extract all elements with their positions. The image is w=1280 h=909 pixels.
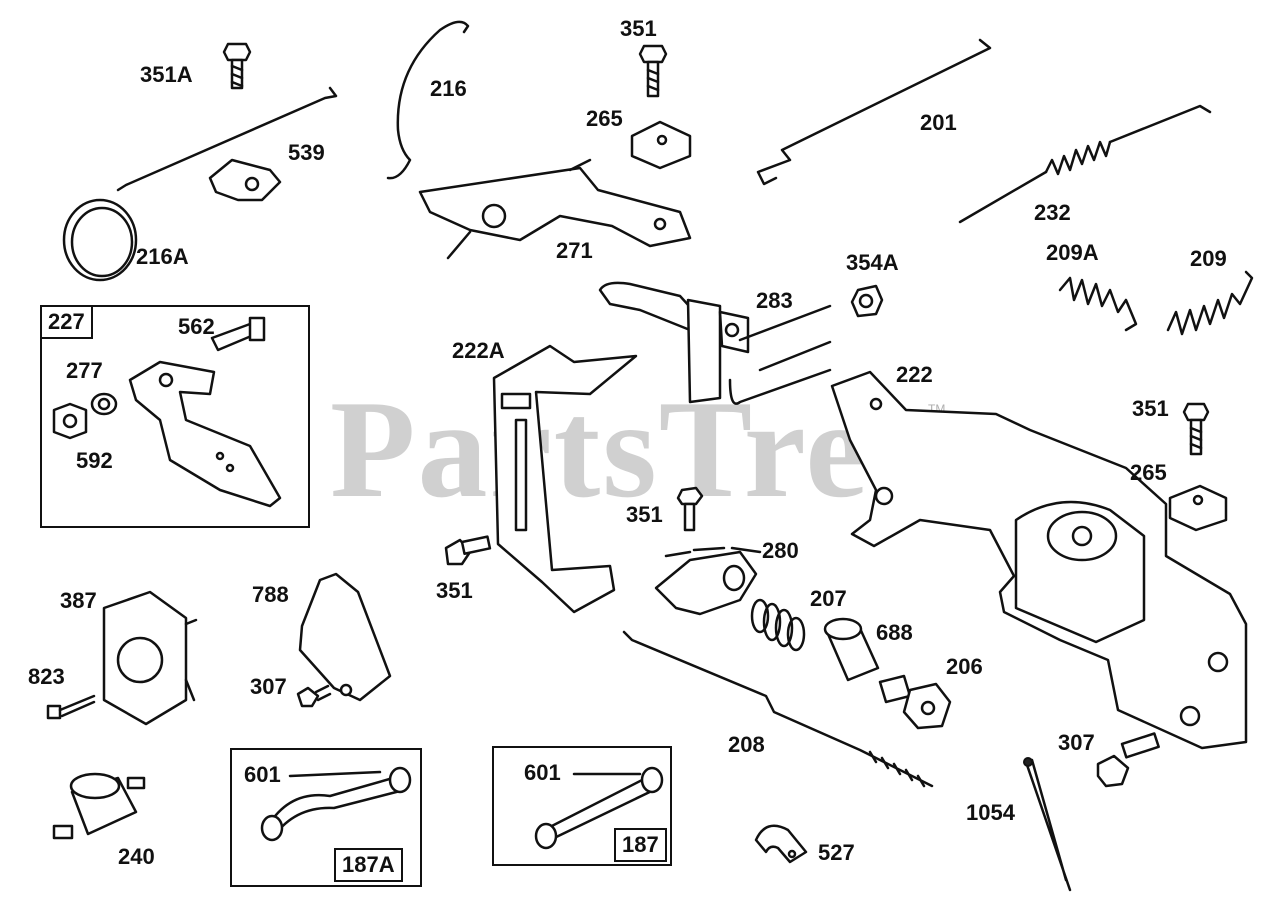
part-209A-spring	[1058, 276, 1138, 332]
part-1054-pin	[1024, 758, 1072, 892]
label-265-top: 265	[586, 106, 623, 131]
part-187A-line	[260, 766, 412, 842]
label-1054: 1054	[966, 800, 1015, 825]
label-527: 527	[818, 840, 855, 865]
label-222: 222	[896, 362, 933, 387]
label-351-left: 351	[436, 578, 473, 603]
label-387: 387	[60, 588, 97, 613]
part-351-top-bolt	[638, 44, 668, 98]
part-222A-bracket	[492, 344, 638, 614]
part-539-clip	[208, 158, 282, 202]
kit-187-box	[492, 746, 672, 866]
watermark: PartsTree	[330, 372, 934, 527]
part-307-right-bolt	[1096, 732, 1160, 788]
part-187-line	[534, 766, 664, 850]
part-354A-nut	[850, 284, 884, 318]
label-240: 240	[118, 844, 155, 869]
label-206: 206	[946, 654, 983, 679]
label-216A: 216A	[136, 244, 189, 269]
label-601-a: 601	[244, 762, 281, 787]
part-265-right-clip	[1168, 484, 1228, 532]
label-232: 232	[1034, 200, 1071, 225]
label-351A: 351A	[140, 62, 193, 87]
label-351-mid: 351	[626, 502, 663, 527]
part-216-rod	[386, 20, 470, 180]
kit-187A-label: 187A	[334, 848, 403, 882]
part-271-bracket	[418, 158, 692, 260]
label-562: 562	[178, 314, 215, 339]
kit-187A-box	[230, 748, 422, 887]
label-208: 208	[728, 732, 765, 757]
label-207: 207	[810, 586, 847, 611]
part-240-filter	[52, 772, 146, 840]
part-232-spring	[958, 104, 1212, 224]
part-283-lever	[598, 281, 832, 405]
label-788: 788	[252, 582, 289, 607]
part-307-left-screw	[296, 684, 332, 708]
kit-227-label: 227	[40, 305, 93, 339]
label-283: 283	[756, 288, 793, 313]
label-209A: 209A	[1046, 240, 1099, 265]
part-351-left-bolt	[444, 535, 492, 566]
part-351-right-bolt	[1182, 402, 1210, 456]
label-351-top: 351	[620, 16, 657, 41]
kit-187-label: 187	[614, 828, 667, 862]
label-209: 209	[1190, 246, 1227, 271]
part-207-spring	[750, 598, 806, 652]
part-527-clip	[754, 824, 808, 864]
kit-227-parts	[52, 316, 282, 508]
kit-227-box	[40, 305, 310, 528]
label-201: 201	[920, 110, 957, 135]
part-201-rod	[756, 38, 992, 186]
label-271: 271	[556, 238, 593, 263]
part-216A-rod	[62, 86, 338, 282]
label-277: 277	[66, 358, 103, 383]
label-265-right: 265	[1130, 460, 1167, 485]
label-222A: 222A	[452, 338, 505, 363]
part-688-bushing	[823, 617, 880, 682]
label-601-b: 601	[524, 760, 561, 785]
label-307-left: 307	[250, 674, 287, 699]
part-280-bracket	[654, 546, 762, 616]
label-592: 592	[76, 448, 113, 473]
part-206-fitting	[878, 674, 952, 730]
label-307-right: 307	[1058, 730, 1095, 755]
label-688: 688	[876, 620, 913, 645]
label-539: 539	[288, 140, 325, 165]
label-354A: 354A	[846, 250, 899, 275]
part-351-mid-bolt	[676, 486, 704, 532]
part-209-spring	[1166, 270, 1254, 336]
label-823: 823	[28, 664, 65, 689]
part-351A-bolt	[222, 42, 252, 90]
part-788-plate	[298, 572, 392, 702]
label-351-right: 351	[1132, 396, 1169, 421]
part-265-top-clip	[630, 120, 692, 170]
part-222-bracket	[830, 370, 1248, 750]
part-387-gasket	[102, 590, 198, 726]
label-216: 216	[430, 76, 467, 101]
label-280: 280	[762, 538, 799, 563]
part-823-screw	[46, 694, 96, 720]
